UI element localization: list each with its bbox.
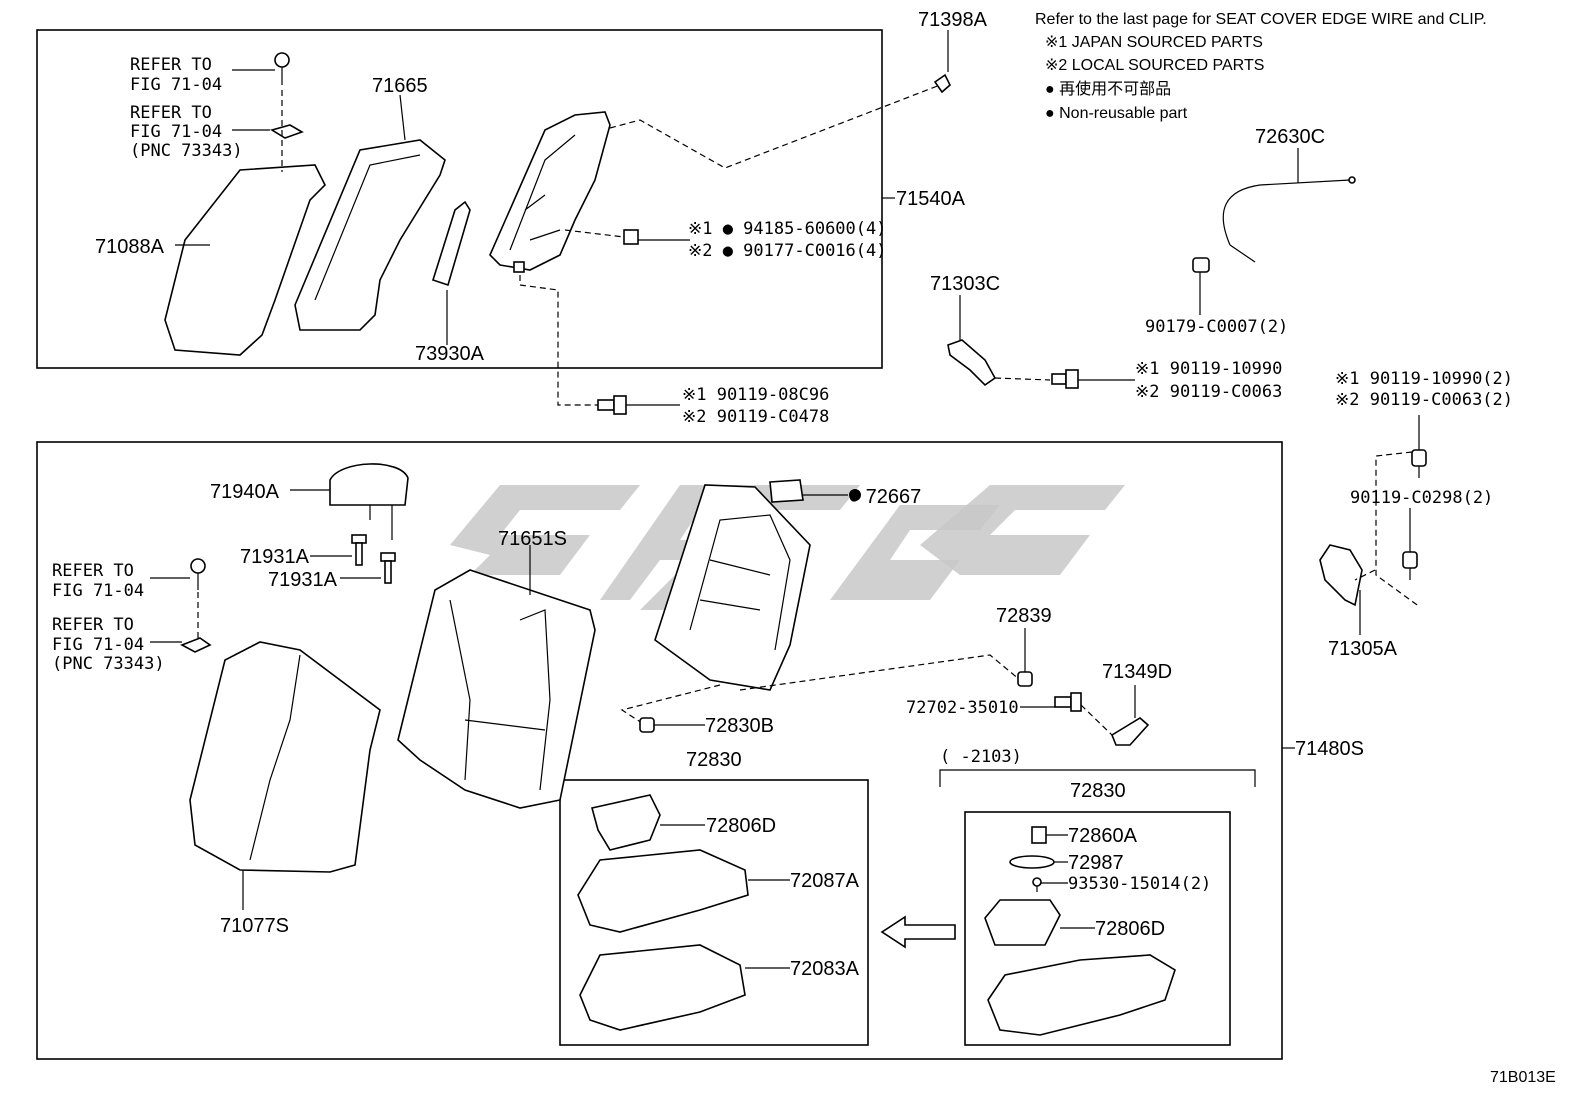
- label-ref1-line1: REFER TO: [130, 55, 212, 75]
- label-ref2-line3: (PNC 73343): [130, 141, 243, 161]
- label-90179: 90179-C0007(2): [1145, 317, 1288, 337]
- clip-72860A-icon: [1031, 826, 1047, 844]
- seatback-cover-71665: [294, 139, 446, 331]
- label-date-range: ( -2103): [940, 747, 1022, 767]
- screw-ref-top-icon: [274, 52, 290, 85]
- label-71480S: 71480S: [1295, 738, 1364, 760]
- label-72830B: 72830B: [705, 715, 774, 737]
- label-ref3-line1: REFER TO: [52, 561, 134, 581]
- armrest-base-72083A: [579, 944, 746, 1031]
- seatback-frame-71540A: [489, 111, 611, 271]
- clip-ref-top-icon: [270, 124, 304, 139]
- label-C0298: 90119-C0298(2): [1350, 488, 1493, 508]
- armrest-frame-left: [559, 779, 869, 1046]
- label-90177: ※2 ● 90177-C0016(4): [688, 241, 886, 261]
- label-72830-right: 72830: [1070, 780, 1126, 802]
- pad-72987-icon: [1009, 855, 1055, 869]
- bolt-72702-icon: [1054, 692, 1082, 712]
- label-ref4-line2: FIG 71-04: [52, 635, 144, 655]
- lower-assembly-frame: [36, 441, 1283, 1060]
- nut-90179-icon: [1192, 257, 1210, 315]
- label-72630C: 72630C: [1255, 126, 1325, 148]
- armrest-cover-72087A: [577, 849, 749, 933]
- label-71088A: 71088A: [95, 236, 165, 258]
- bracket-71305A: [1319, 544, 1363, 607]
- note-nonreusable-jp: ● 再使用不可部品: [1045, 80, 1171, 98]
- label-72806D-right: 72806D: [1095, 918, 1165, 940]
- hinge-71349D-icon: [1111, 717, 1150, 746]
- seatback-pad-71088A: [164, 164, 326, 356]
- label-72667: ● 72667: [848, 486, 921, 508]
- clip-72667-icon: [769, 479, 804, 503]
- label-ref3-line2: FIG 71-04: [52, 581, 144, 601]
- label-72087A: 72087A: [790, 870, 860, 892]
- label-71940A: 71940A: [210, 481, 280, 503]
- label-0108C96: ※1 90119-08C96: [682, 385, 829, 405]
- cup-holder-72806D-right: [984, 899, 1061, 946]
- upper-assembly-frame: [36, 29, 883, 369]
- bolt-C0298-icon: [1402, 551, 1418, 580]
- label-10990a: ※1 90119-10990: [1135, 359, 1282, 379]
- note-nonreusable: ● Non-reusable part: [1045, 105, 1188, 122]
- screw-93530-icon: [1032, 877, 1042, 892]
- label-72806D-left: 72806D: [706, 815, 776, 837]
- label-71651S: 71651S: [498, 528, 567, 550]
- label-71398A: 71398A: [918, 9, 988, 31]
- label-71303C: 71303C: [930, 273, 1000, 295]
- label-73930A: 73930A: [415, 343, 485, 365]
- label-94185: ※1 ● 94185-60600(4): [688, 219, 886, 239]
- bolt-10990-icon: [1051, 369, 1079, 389]
- bolt-0108C96-icon: [597, 395, 627, 415]
- label-71665: 71665: [372, 75, 428, 97]
- bracket-71303C: [947, 339, 997, 387]
- label-71540A: 71540A: [896, 188, 966, 210]
- cap-72839-icon: [1017, 671, 1033, 687]
- label-ref1-line2: FIG 71-04: [130, 75, 222, 95]
- trim-73930A: [432, 200, 471, 287]
- seatback-cover-71077S: [189, 641, 381, 873]
- label-72987: 72987: [1068, 852, 1124, 874]
- label-72860A: 72860A: [1068, 825, 1138, 847]
- seatback-pad-71651S: [397, 569, 596, 809]
- clip-71398A-icon: [933, 73, 951, 94]
- label-ref4-line1: REFER TO: [52, 615, 134, 635]
- guide-71931A-1-icon: [351, 534, 367, 566]
- label-ref4-line3: (PNC 73343): [52, 654, 165, 674]
- label-72083A: 72083A: [790, 958, 860, 980]
- cable-72630C-icon: [1222, 148, 1356, 263]
- label-ref2-line2: FIG 71-04: [130, 122, 222, 142]
- label-C0063b: ※2 90119-C0063(2): [1335, 390, 1513, 410]
- figure-code: 71B013E: [1490, 1069, 1556, 1086]
- armrest-assy-72830-right: [987, 954, 1176, 1036]
- screw-ref-lower-icon: [190, 558, 206, 590]
- label-93530: 93530-15014(2): [1068, 874, 1211, 894]
- headrest-71940A: [329, 463, 409, 506]
- note-local: ※2 LOCAL SOURCED PARTS: [1045, 57, 1264, 74]
- note-japan: ※1 JAPAN SOURCED PARTS: [1045, 34, 1263, 51]
- bushing-72830B-icon: [639, 717, 655, 733]
- guide-71931A-2-icon: [380, 552, 396, 584]
- label-0C0478: ※2 90119-C0478: [682, 407, 829, 427]
- label-C0063a: ※2 90119-C0063: [1135, 382, 1282, 402]
- seatback-frame-71480S: [654, 484, 811, 691]
- label-ref2-line1: REFER TO: [130, 103, 212, 123]
- bolt-10990b-icon: [1411, 449, 1427, 478]
- label-71077S: 71077S: [220, 915, 289, 937]
- label-71349D: 71349D: [1102, 661, 1172, 683]
- clip-ref-lower-icon: [180, 637, 212, 653]
- label-71931A-2: 71931A: [268, 569, 338, 591]
- label-72830-left: 72830: [686, 749, 742, 771]
- label-71305A: 71305A: [1328, 638, 1398, 660]
- label-72839: 72839: [996, 605, 1052, 627]
- label-10990b: ※1 90119-10990(2): [1335, 369, 1513, 389]
- replacement-arrow-icon: [880, 915, 956, 949]
- cup-holder-72806D-left: [591, 794, 661, 851]
- note-seat-cover: Refer to the last page for SEAT COVER ED…: [1035, 11, 1487, 28]
- label-71931A-1: 71931A: [240, 546, 310, 568]
- bolt-94185-icon: [623, 229, 639, 245]
- armrest-frame-right: [964, 811, 1231, 1046]
- label-72702: 72702-35010: [906, 698, 1019, 718]
